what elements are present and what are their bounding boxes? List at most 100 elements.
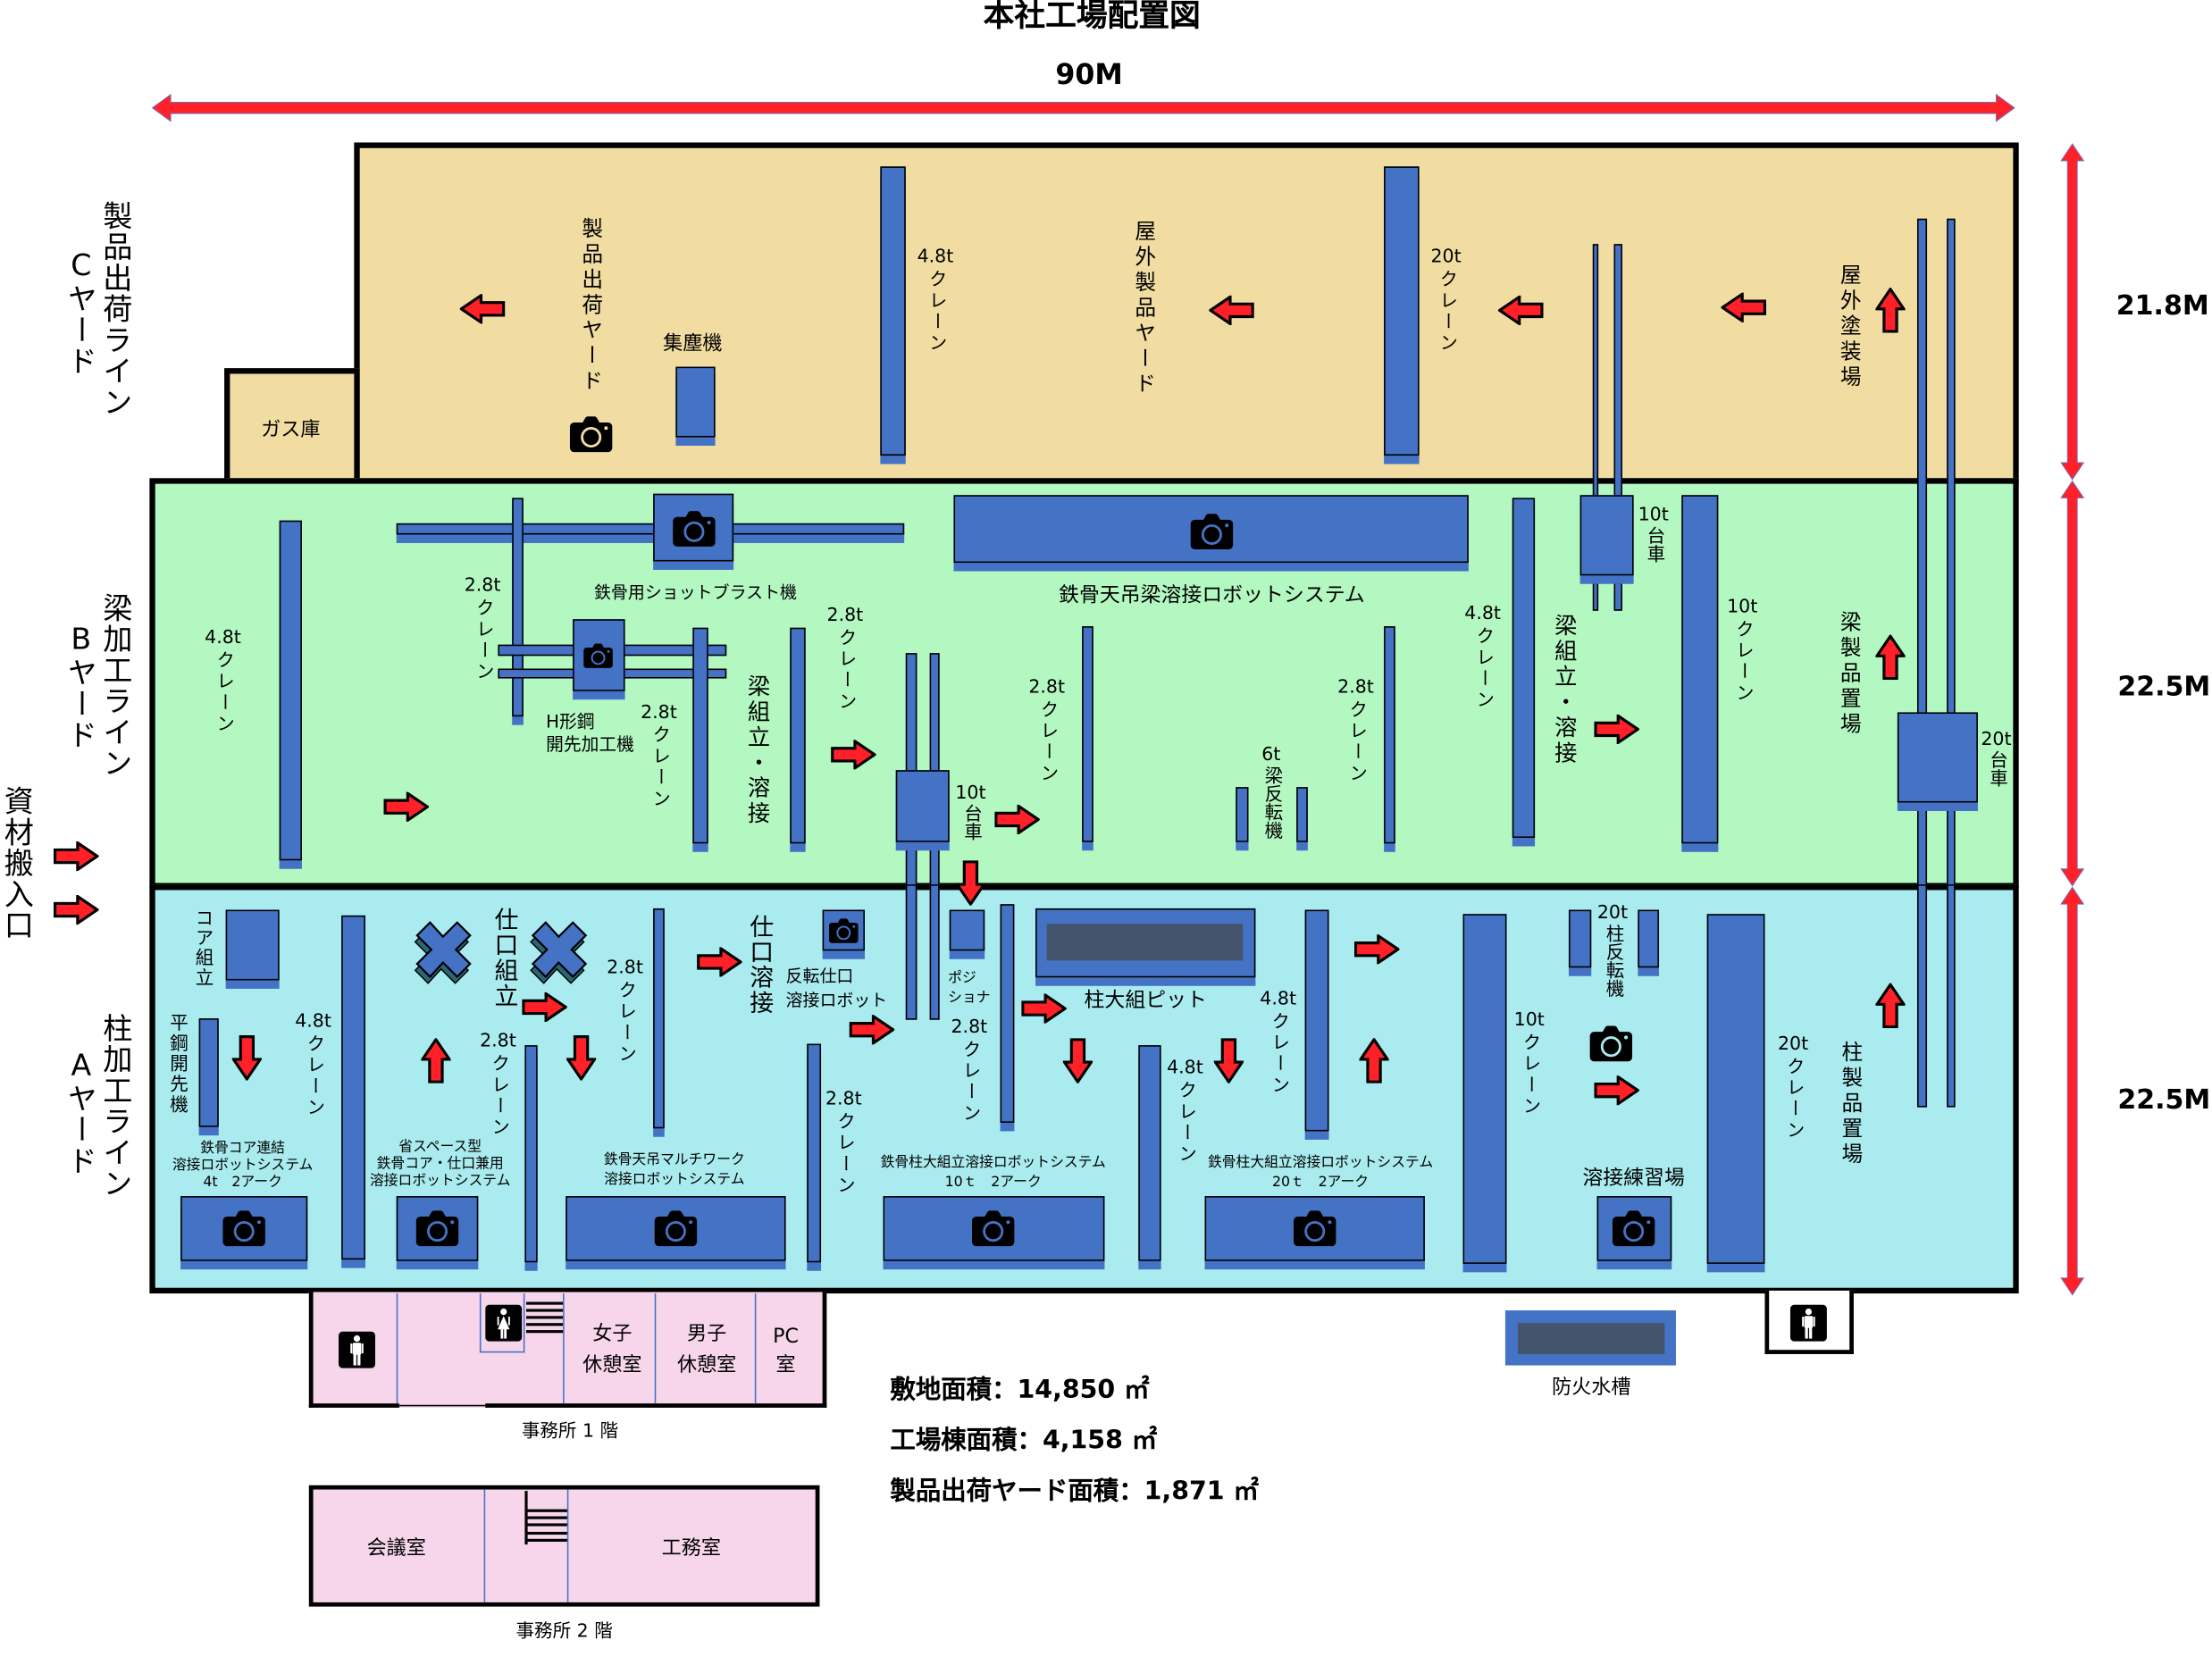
crane-rail	[1384, 626, 1395, 844]
camera-icon	[653, 1209, 699, 1248]
x-jig-icon	[412, 920, 473, 988]
crane-text: クレーン	[1267, 1011, 1289, 1096]
camera-icon	[1611, 1209, 1656, 1248]
fire-water-tank-opening	[1518, 1323, 1665, 1354]
column-pit-label: 柱大組ピット	[1084, 989, 1207, 1013]
crane-capacity: 2.8t	[826, 605, 864, 627]
crane-label: 4.8t クレーン	[295, 1013, 331, 1118]
core-assembly-label: コア組立	[190, 908, 213, 988]
robot-label-multiwork: 鉄骨天吊マルチワーク 溶接ロボットシステム	[604, 1151, 745, 1191]
crane-capacity: 2.8t	[480, 1031, 516, 1053]
width-dimension-arrow	[151, 93, 2015, 122]
crane-text: クレーン	[1471, 626, 1494, 711]
crane-text: クレーン	[925, 269, 946, 355]
room-divider	[754, 1293, 757, 1404]
crane-text: クレーン	[1345, 699, 1367, 784]
crane-rail	[790, 627, 806, 844]
robot-label-line: 溶接ロボットシステム	[369, 1173, 511, 1190]
c-line-label: 製品出荷ライン	[99, 200, 134, 418]
crane-rail	[1000, 904, 1015, 1123]
restroom-male-icon	[339, 1332, 375, 1368]
transfer-cart	[1897, 712, 1978, 803]
beam-storage-label: 梁製品置場	[1837, 610, 1864, 738]
rev-joint-robot-label-1: 反転仕口	[785, 966, 854, 986]
camera-icon	[828, 917, 859, 944]
flow-arrow-icon	[54, 895, 99, 925]
flow-arrow-icon	[1354, 934, 1400, 964]
office-floor-2	[308, 1485, 820, 1607]
crane-rail	[341, 915, 365, 1260]
crane-rail	[512, 498, 524, 717]
a-yard-height-arrow	[2060, 886, 2085, 1296]
crane-text: クレーン	[614, 980, 636, 1066]
crane-capacity: 20t	[1777, 1033, 1809, 1056]
cart-label: 10t 台車	[955, 784, 985, 841]
crane-label: 10t クレーン	[1514, 1011, 1545, 1117]
crane-label: 2.8t クレーン	[465, 577, 501, 682]
robot-label-core: 鉄骨コア連結 溶接ロボットシステム 4t 2アーク	[172, 1141, 313, 1192]
robot-label-column-10t: 鉄骨柱大組立溶接ロボットシステム 10ｔ 2アーク	[881, 1154, 1106, 1193]
crane-capacity: 4.8t	[917, 247, 954, 269]
cart-track	[929, 884, 940, 1020]
column-turner-label: 20t 柱反転機	[1597, 904, 1628, 997]
crane-text: クレーン	[648, 724, 670, 810]
robot-label-line: 鉄骨コア・仕口兼用	[376, 1156, 504, 1173]
joint-assembly-label: 仕口組立	[489, 907, 517, 1009]
flow-arrow-icon	[232, 1035, 262, 1081]
cart-track	[1613, 244, 1622, 498]
flow-arrow-icon	[850, 1015, 895, 1044]
robot-label-line: 省スペース型	[398, 1139, 482, 1156]
joint-welding-label: 仕口溶接	[743, 914, 773, 1016]
womens-lounge-label-1: 女子	[592, 1323, 633, 1346]
crane-text: クレーン	[472, 598, 493, 683]
crane-label: 4.8t クレーン	[1260, 991, 1296, 1096]
flat-steel-label: 平鋼開先機	[165, 1012, 188, 1116]
robot-label-line: 10ｔ 2アーク	[944, 1175, 1042, 1191]
positioner-label-1: ポジ	[948, 970, 976, 987]
mens-lounge-label-1: 男子	[687, 1323, 727, 1346]
robot-label-line: 20ｔ 2アーク	[1271, 1175, 1370, 1191]
crane-label: 20t クレーン	[1778, 1035, 1808, 1141]
fire-water-tank-label: 防火水槽	[1552, 1376, 1631, 1400]
column-turner	[1638, 909, 1660, 968]
cart-track	[1592, 582, 1599, 611]
crane-rail	[692, 627, 708, 844]
crane-capacity: 2.8t	[641, 702, 677, 724]
crane-capacity: 2.8t	[825, 1089, 862, 1110]
positioner-label-2: ショナ	[948, 990, 991, 1007]
pit-opening	[1046, 924, 1244, 961]
flow-arrow-icon	[54, 841, 99, 871]
dust-collector	[675, 366, 716, 438]
a-yard-label: Aヤード	[63, 1048, 98, 1176]
robot-label-line: 鉄骨コア連結	[200, 1141, 285, 1157]
beam-turner	[1296, 787, 1308, 842]
flow-arrow-icon	[1722, 293, 1767, 322]
robot-system-column-20t	[1204, 1196, 1425, 1261]
cart-text: 台車	[1642, 526, 1664, 564]
crane-capacity: 4.8t	[1464, 603, 1501, 625]
crane-rail	[1082, 626, 1093, 842]
office-floor-1	[308, 1292, 827, 1408]
shipping-yard-label: 製品出荷ヤード	[579, 217, 605, 396]
camera-icon	[415, 1209, 460, 1248]
beam-assembly-label: 梁組立・溶接	[743, 674, 771, 827]
flow-arrow-icon	[1021, 993, 1067, 1023]
cart-capacity: 10t	[955, 782, 986, 805]
crane-label: 4.8t クレーン	[1167, 1059, 1203, 1165]
beam-turner-label: 6t 梁反転機	[1261, 746, 1282, 839]
meeting-room-label: 会議室	[366, 1537, 426, 1560]
crane-label: 2.8t クレーン	[1337, 679, 1374, 784]
crane-capacity: 2.8t	[464, 575, 501, 597]
flow-arrow-icon	[1875, 635, 1905, 681]
robot-label-line: 鉄骨天吊マルチワーク	[603, 1152, 745, 1168]
crane-text: クレーン	[1518, 1032, 1540, 1117]
flow-arrow-icon	[1594, 715, 1639, 744]
room-divider	[483, 1489, 486, 1602]
column-turner	[1568, 909, 1592, 968]
womens-restroom	[479, 1293, 525, 1353]
crane-rail	[807, 1043, 822, 1263]
crane-rail	[1462, 914, 1507, 1264]
flat-steel-machine	[198, 1018, 219, 1127]
crane-text: クレーン	[302, 1033, 324, 1119]
